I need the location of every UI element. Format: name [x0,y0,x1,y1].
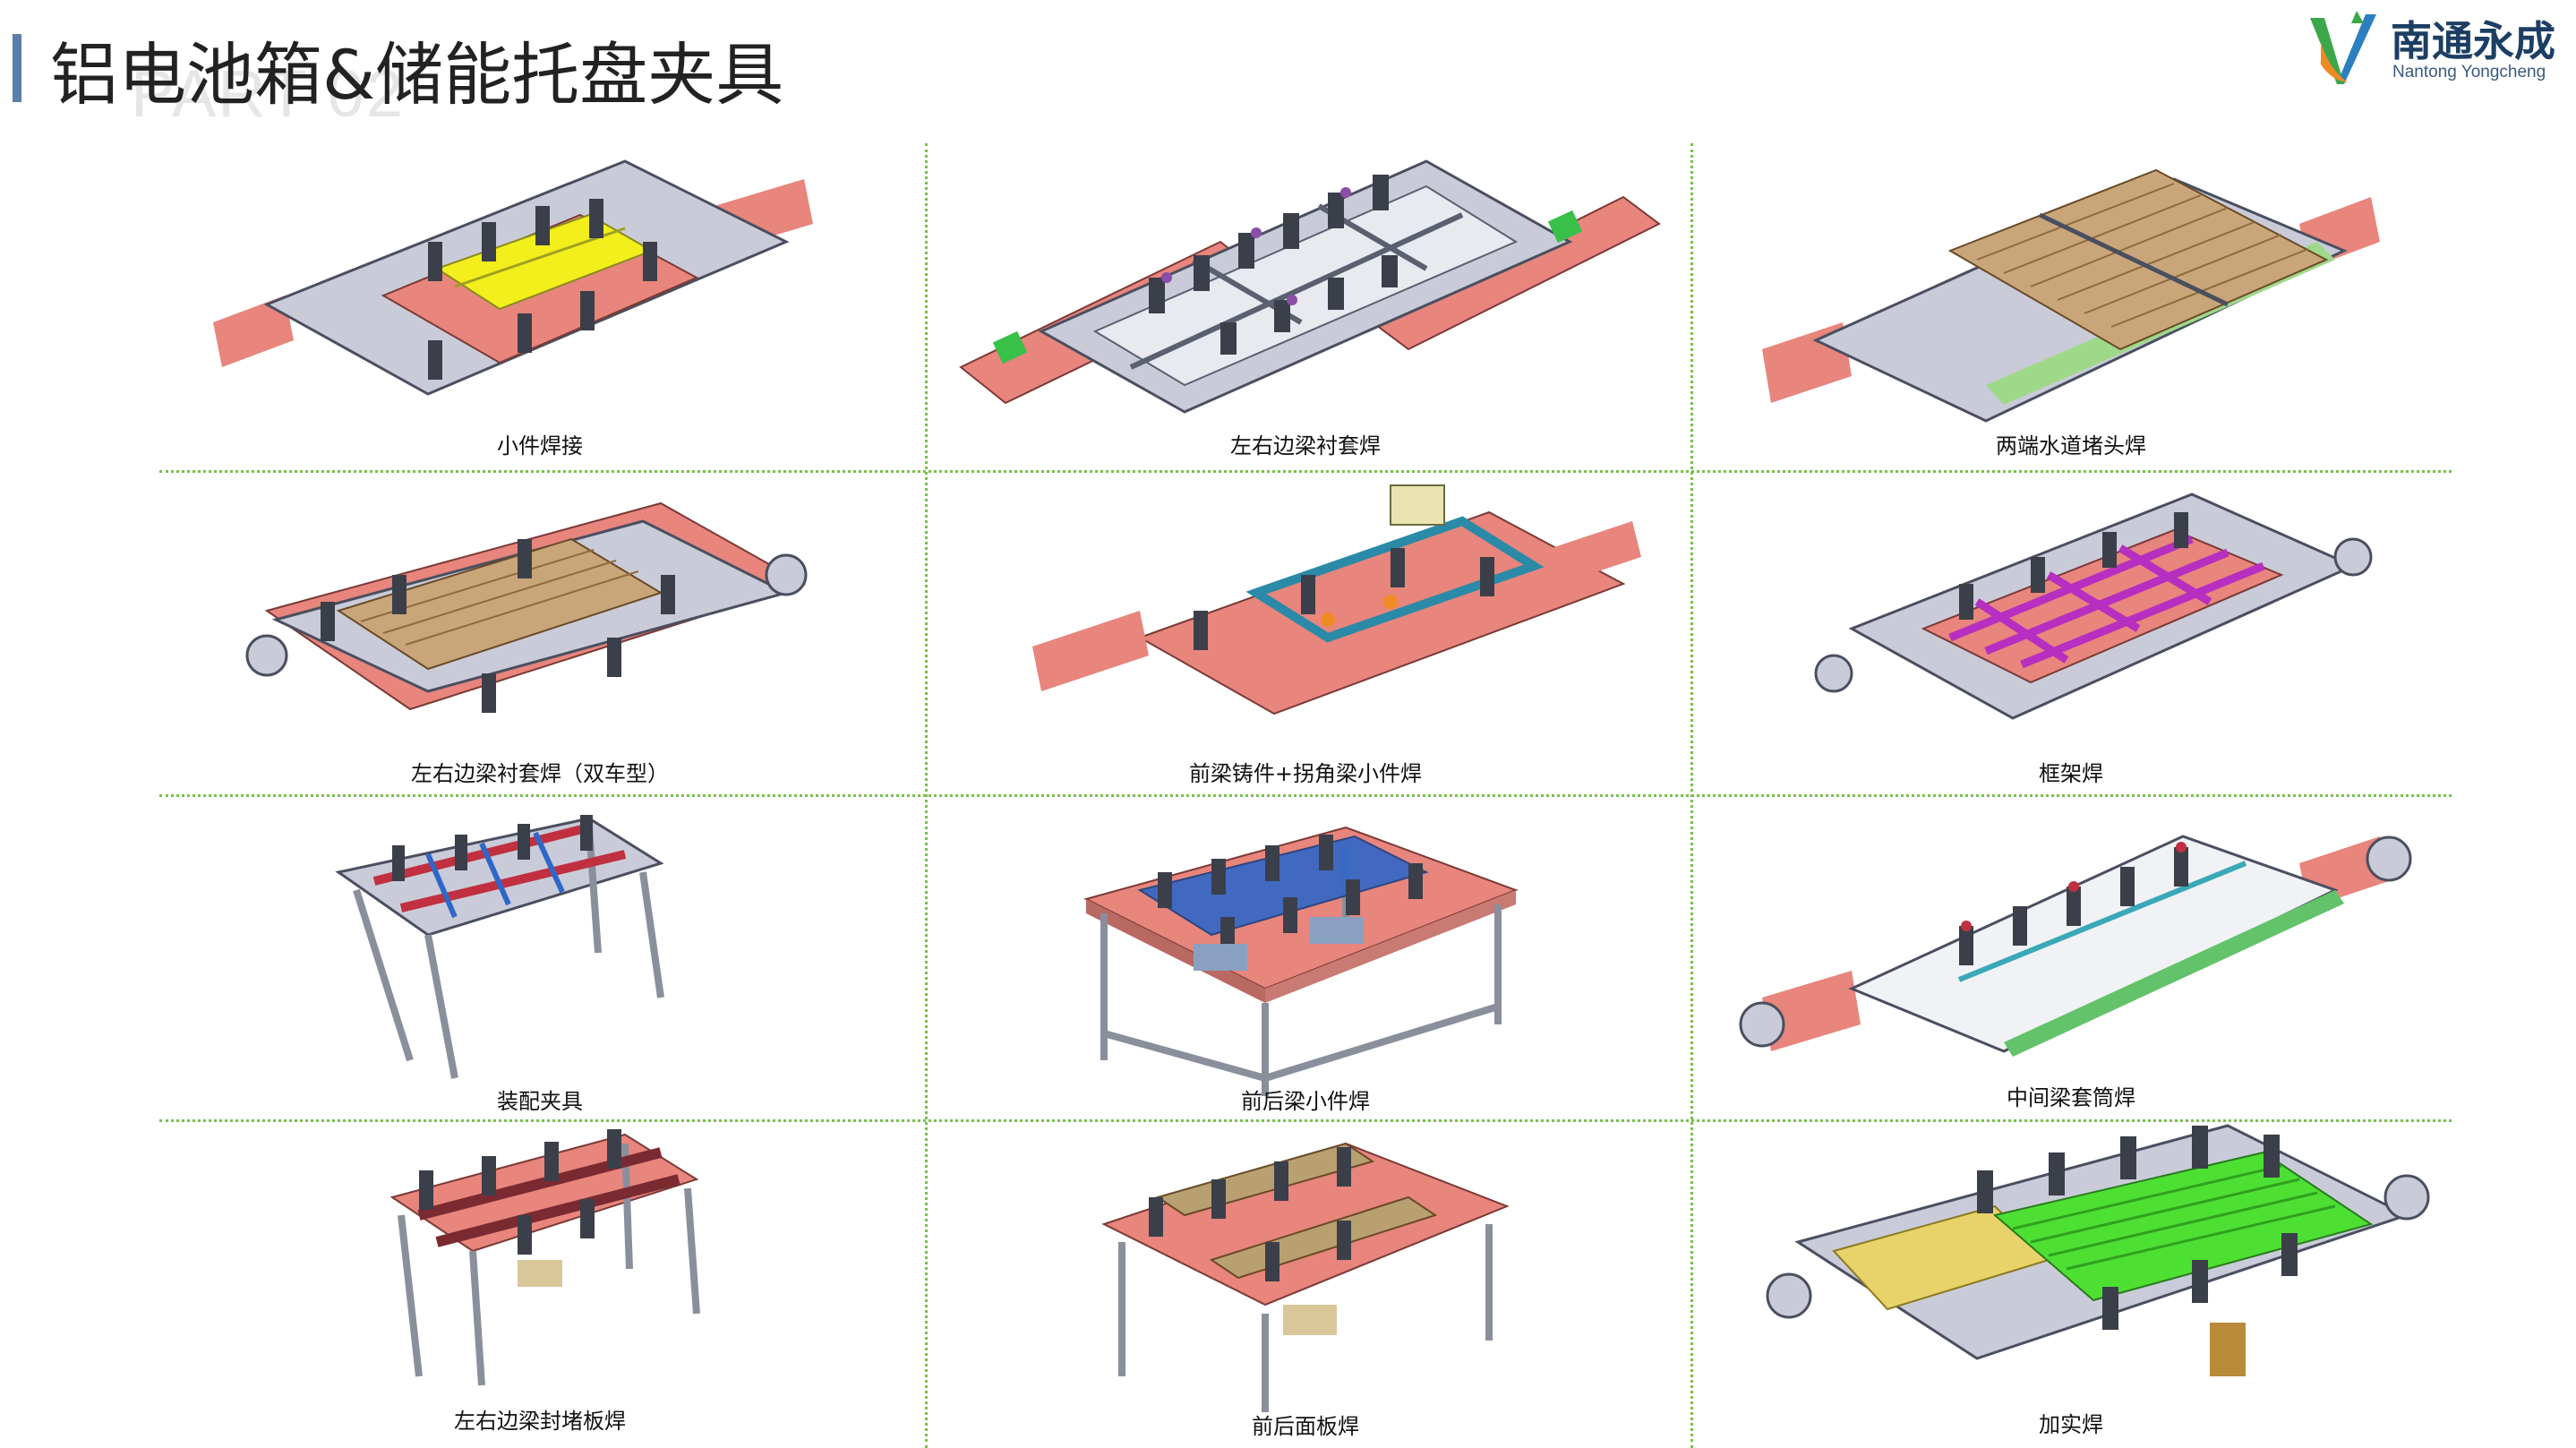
fixture-render [1814,493,2373,720]
fixture-label: 左右边梁衬套焊（双车型） [411,761,669,786]
fixture-card: 左右边梁衬套焊（双车型） [159,467,920,790]
fixture-card: 左右边梁封堵板焊 [159,1117,920,1439]
grid-row-divider [159,470,2452,473]
fixture-card: 装配夹具 [159,792,920,1114]
company-logo: 南通永成 Nantong Yongcheng [2299,4,2568,93]
fixture-card: 加实焊 [1690,1117,2452,1439]
page-title: 铝电池箱&储能托盘夹具 [50,35,784,115]
fixture-label: 前后面板焊 [1252,1414,1359,1439]
fixture-label: 两端水道堵头焊 [1996,433,2146,458]
fixture-card: 前梁铸件+拐角梁小件焊 [925,467,1686,790]
fixture-card: 前后梁小件焊 [925,792,1686,1114]
fixture-card: 中间梁套筒焊 [1690,792,2452,1114]
fixture-label: 加实焊 [2039,1412,2103,1437]
fixture-label: 前梁铸件+拐角梁小件焊 [1188,761,1423,786]
fixture-render [1101,1142,1510,1412]
fixture-render [245,501,808,713]
fixture-render [213,159,813,396]
grid-row-divider [159,794,2452,797]
fixture-render [335,815,664,1079]
fixture-card: 左右边梁衬套焊 [925,143,1686,466]
fixture-label: 小件焊接 [497,433,583,458]
fixture-label: 中间梁套筒焊 [2007,1085,2135,1110]
fixture-label: 左右边梁衬套焊 [1230,433,1381,458]
logo-name-en: Nantong Yongcheng [2392,63,2546,81]
fixture-render [1762,168,2380,423]
title-accent-bar [13,34,21,102]
fixture-card: 两端水道堵头焊 [1690,143,2452,466]
fixture-render [925,792,1686,1096]
fixture-render [1032,484,1641,715]
fixture-render [1766,1124,2430,1376]
fixture-card: 小件焊接 [159,143,920,466]
fixture-label: 左右边梁封堵板焊 [454,1409,626,1434]
section-watermark: PART 02 [131,56,406,131]
logo-name-cn: 南通永成 [2391,17,2555,65]
fixture-render [1739,835,2412,1057]
fixture-render [925,143,1686,448]
fixture-render [389,1129,700,1386]
fixture-grid: 小件焊接 左右边梁衬套焊 两端水道堵头焊 [159,143,2452,1448]
fixture-label: 装配夹具 [497,1089,583,1114]
fixture-label: 前后梁小件焊 [1241,1089,1370,1114]
grid-row-divider [159,1119,2452,1122]
logo-mark-icon [2310,11,2376,84]
fixture-card: 前后面板焊 [925,1117,1686,1439]
fixture-label: 框架焊 [2039,761,2103,786]
grid-column-divider [1690,143,1693,1448]
grid-column-divider [925,143,928,1448]
fixture-card: 框架焊 [1690,467,2452,790]
